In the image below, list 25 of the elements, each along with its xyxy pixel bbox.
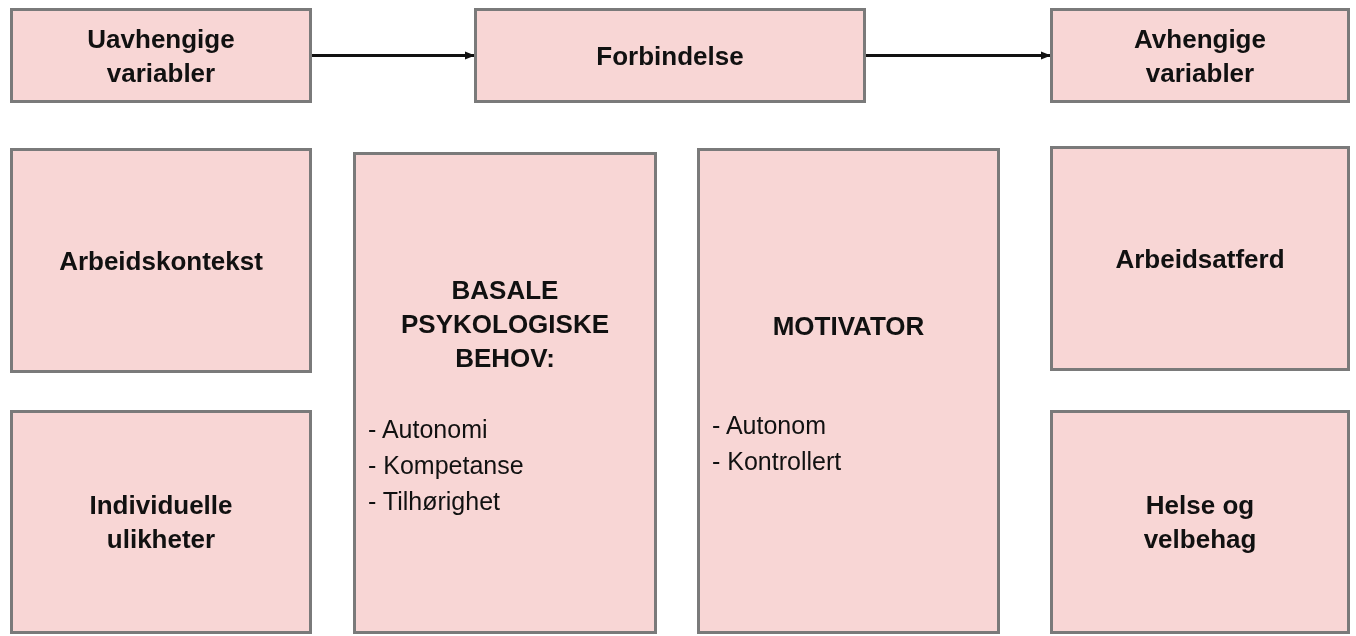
box-heading: Individuelle ulikheter — [88, 489, 234, 556]
list-item: - Autonom — [711, 410, 826, 441]
text-box — [1050, 8, 1350, 103]
box-heading: Avhengige variabler — [1133, 22, 1267, 90]
list-item: - Autonomi — [367, 414, 488, 445]
box-heading: BASALE PSYKOLOGISKE BEHOV: — [399, 274, 610, 375]
list-item: - Kompetanse — [367, 450, 524, 481]
box-heading: Arbeidskontekst — [58, 244, 264, 278]
arrow — [312, 51, 475, 60]
arrow — [866, 51, 1051, 60]
text-box — [10, 410, 312, 634]
box-heading: Helse og velbehag — [1142, 489, 1258, 556]
list-item: - Kontrollert — [711, 446, 842, 477]
box-heading: MOTIVATOR — [771, 310, 926, 343]
list-item: - Tilhørighet — [367, 486, 500, 517]
text-box — [697, 148, 1000, 634]
text-box — [10, 8, 312, 103]
text-box — [10, 148, 312, 373]
text-box — [1050, 410, 1350, 634]
box-heading: Arbeidsatferd — [1114, 242, 1286, 276]
box-heading: Forbindelse — [595, 39, 745, 73]
text-box — [1050, 146, 1350, 371]
text-box — [474, 8, 866, 103]
box-heading: Uavhengige variabler — [86, 22, 236, 90]
text-box — [353, 152, 657, 634]
